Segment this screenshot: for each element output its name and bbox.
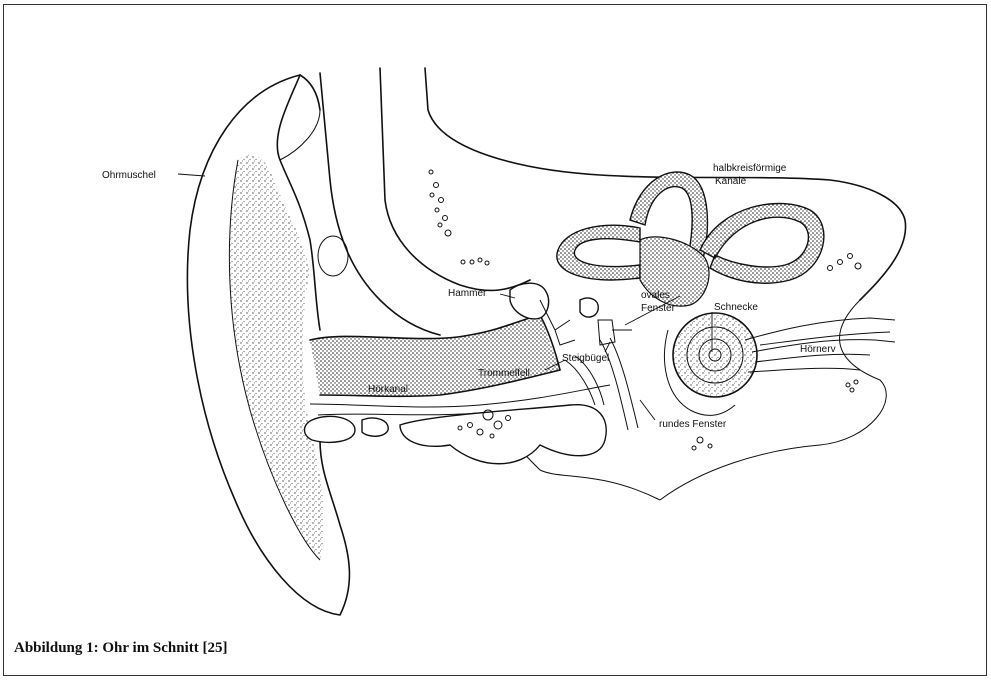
label-trommelfell: Trommelfell [478, 368, 530, 379]
label-hammer: Hammer [448, 288, 487, 299]
label-ovales: ovales [641, 290, 670, 301]
label-hoernerv: Hörnerv [800, 344, 836, 355]
ear-canal [310, 315, 610, 415]
label-steigbuegel: Steigbügel [562, 353, 609, 364]
label-ohrmuschel: Ohrmuschel [102, 170, 156, 181]
label-rundes-fenster: rundes Fenster [659, 419, 727, 430]
label-kanaele: Kanäle [715, 176, 747, 187]
label-halbkreisfoermige: halbkreisförmige [713, 163, 787, 174]
semicircular-canals [557, 172, 824, 306]
figure-caption: Abbildung 1: Ohr im Schnitt [25] [14, 640, 228, 657]
label-fenster: Fenster [641, 303, 676, 314]
label-schnecke: Schnecke [714, 302, 758, 313]
cochlea [664, 313, 757, 415]
label-hoerkanal: Hörkanal [368, 384, 408, 395]
lower-bone [305, 405, 607, 464]
